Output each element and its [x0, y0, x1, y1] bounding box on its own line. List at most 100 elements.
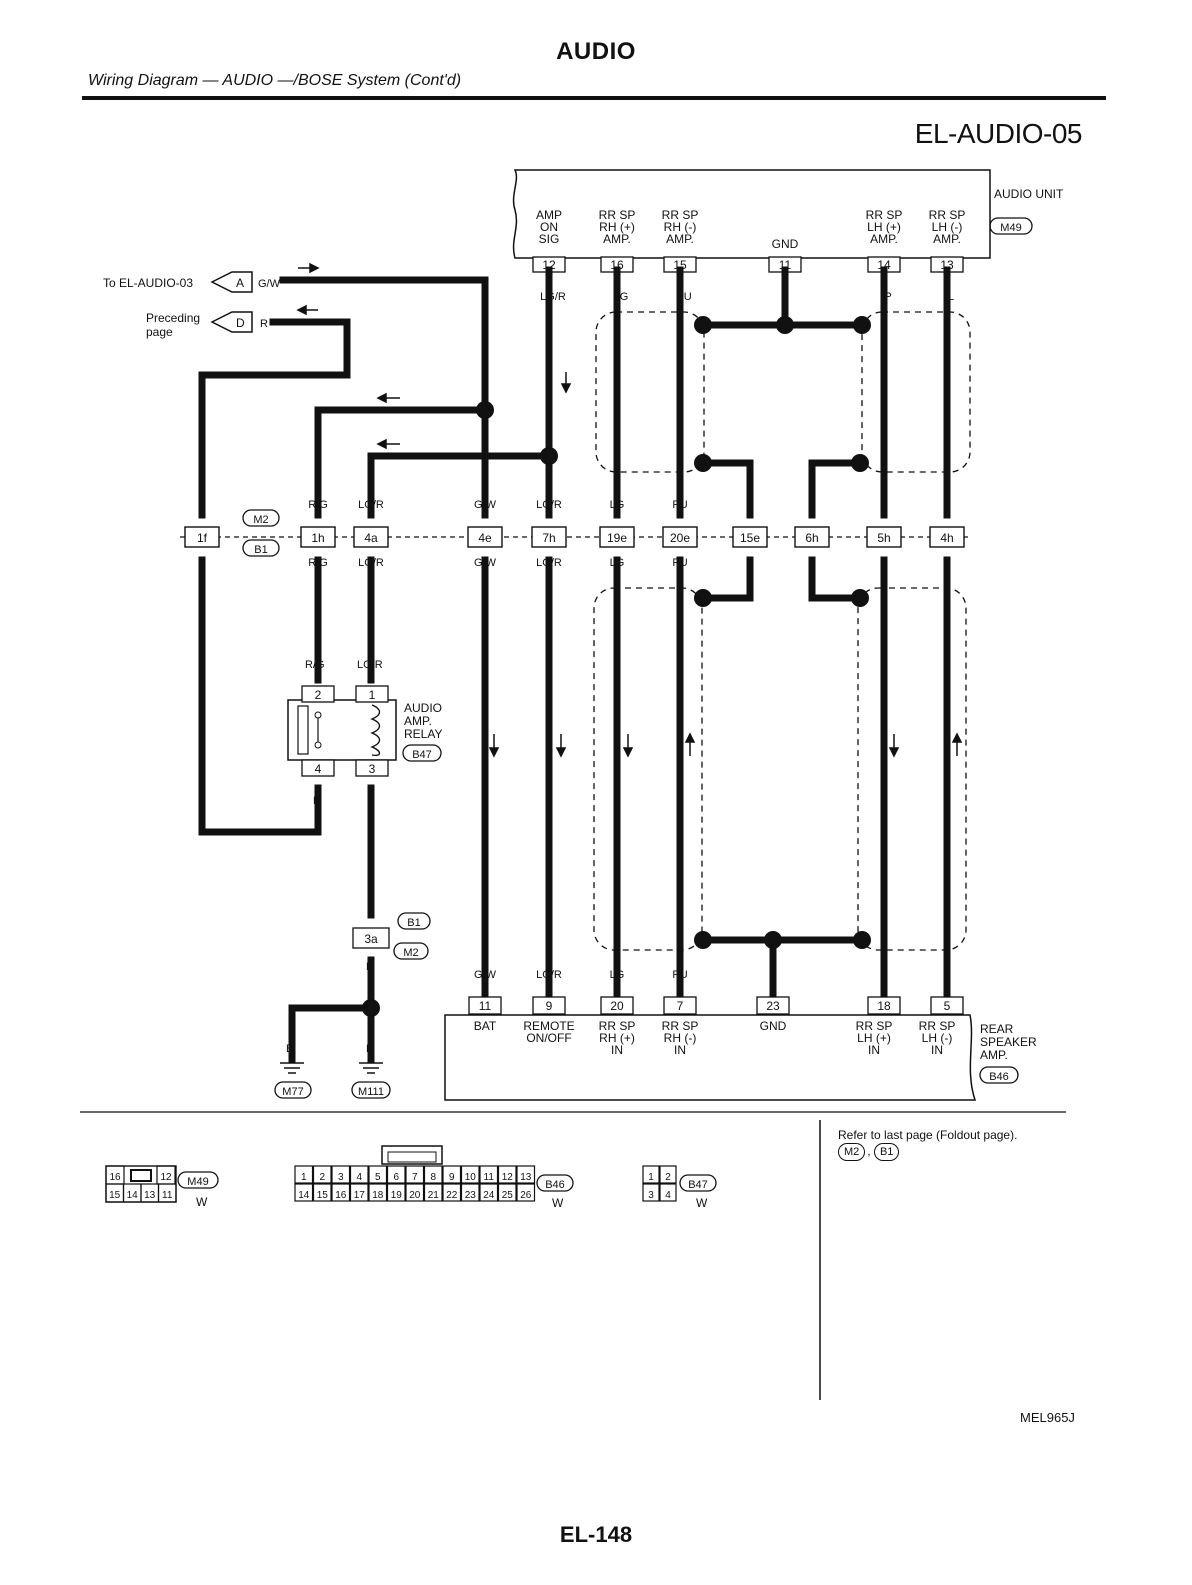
rear-amp-pin-5-box [930, 996, 964, 1015]
joint-terminal-5h-wire-bottom: P [880, 557, 887, 569]
joint-terminal-19e-wire-top: LG [610, 499, 625, 511]
ground-code-m77: M77 [274, 1081, 312, 1099]
connector-cell-B46-10 [460, 1165, 480, 1184]
joint-terminal-1h-wire-bottom: R/G [308, 557, 328, 569]
rear-amp-pin-5-function: RR SP [919, 1019, 956, 1033]
connector-cell-B46-15-label: 15 [317, 1190, 329, 1201]
connector-cell-M49-14-label: 14 [127, 1190, 139, 1201]
audio-unit-pin-13-function: LH (-) [932, 220, 963, 234]
connector-cell-B47-4-label: 4 [665, 1190, 671, 1201]
arrow-p-down [888, 734, 900, 758]
flow-arrows [296, 262, 963, 758]
splice-gnd-bot [764, 931, 782, 949]
rear-amp-pin-20-function: IN [611, 1043, 623, 1057]
svg-text:D: D [236, 316, 245, 330]
joint-terminal-1h [300, 526, 336, 548]
joint-terminal-19e-wire-bottom: LG [610, 557, 625, 569]
rear-amp-pin-9-wire: LG/R [536, 969, 562, 981]
joint-terminal-15e [732, 526, 768, 548]
connector-cell-B46-12 [497, 1165, 517, 1184]
splice-shield-rh-low [694, 589, 712, 607]
rear-amp-pin-5-wire: L [944, 969, 950, 981]
joint-terminal-1f [184, 526, 220, 548]
arrow-gw-down [488, 734, 500, 758]
connector-cell-B46-21 [423, 1183, 443, 1202]
rear-amp-pin-20-wire: LG [610, 969, 625, 981]
splice-shield-rh-bot [694, 931, 712, 949]
relay-wire-lgr: LG/R [357, 659, 383, 671]
arrow-lgr-left [376, 438, 400, 450]
rear-amp-pin-5-function: LH (-) [922, 1031, 953, 1045]
svg-text:B1: B1 [254, 544, 267, 556]
connector-cell-B46-17-label: 17 [354, 1190, 366, 1201]
rear-amp-pin-9-number: 9 [546, 999, 553, 1013]
joint-terminal-1f-label: 1f [197, 531, 208, 545]
audio-unit-pin-13-function: RR SP [929, 208, 966, 222]
to-ref-label: To EL-AUDIO-03 [103, 276, 193, 290]
audio-unit-label: AUDIO UNIT [994, 187, 1064, 201]
connector-cell-B46-13-label: 13 [520, 1172, 532, 1183]
rear-amp-pin-7-box [663, 996, 697, 1015]
rear-amp-pin-18-box [867, 996, 901, 1015]
arrow-pu-up [684, 732, 696, 756]
connector-cell-B46-25-label: 25 [502, 1190, 514, 1201]
joint-terminal-4a-wire-top: LG/R [358, 499, 384, 511]
connector-cell-B47-3 [642, 1183, 660, 1202]
wire-gw-upper [279, 276, 489, 519]
connector-cell-B46-2-label: 2 [319, 1172, 325, 1183]
audio-unit-pin-11-function: GND [772, 237, 799, 251]
joint-terminal-4a-wire-bottom: LG/R [358, 557, 384, 569]
connector-cell-B46-20 [405, 1183, 425, 1202]
connector-cell-B46-10-label: 10 [465, 1172, 477, 1183]
joint-terminal-1f-wire-bottom: R [198, 557, 206, 569]
rear-amp-pin-20-function: RH (+) [599, 1031, 635, 1045]
audio-unit-pin-15-function: RR SP [662, 208, 699, 222]
joint-terminal-20e-wire-top: PU [672, 499, 687, 511]
connector-cell-B46-14-label: 14 [298, 1190, 310, 1201]
relay-pin-4: 4 [301, 759, 335, 777]
svg-text:W: W [552, 1196, 564, 1210]
wire-r-lower [198, 556, 322, 836]
shield-outlines [593, 311, 971, 951]
rear-amp-pin-23-box [756, 996, 790, 1015]
connector-cell-M49-11-label: 11 [162, 1190, 173, 1201]
audio-unit-box [512, 169, 991, 259]
audio-unit-pin-14-function: LH (+) [867, 220, 901, 234]
ground-code-m111: M111 [351, 1081, 391, 1099]
svg-text:3: 3 [369, 762, 376, 776]
connector-cell-B46-6-label: 6 [393, 1172, 399, 1183]
audio-unit-pin-14-function: AMP. [870, 232, 898, 246]
connector-cell-B46-18 [368, 1183, 388, 1202]
splice-lgr [540, 447, 558, 465]
svg-text:M111: M111 [358, 1086, 384, 1098]
connector-cell-B46-19-label: 19 [391, 1190, 403, 1201]
relay-pin-2: 2 [301, 685, 335, 703]
rear-amp-label-2: SPEAKER [980, 1035, 1037, 1049]
arrow-gw [298, 262, 320, 274]
arrow-lgr2-down [555, 734, 567, 758]
joint-terminal-5h-label: 5h [877, 531, 890, 545]
connector-cell-B46-15 [312, 1183, 332, 1202]
rear-amp-pin-18-number: 18 [877, 999, 891, 1013]
connector-cell-B46-6 [386, 1165, 406, 1184]
svg-text:B47: B47 [412, 749, 432, 761]
connector-cell-B46-23 [460, 1183, 480, 1202]
audio-unit-connector-code: M49 [989, 217, 1033, 235]
rear-amp-pin-23-number: 23 [766, 999, 780, 1013]
rear-amp-pin-11-box [468, 996, 502, 1015]
audio-unit-pin-15-function: AMP. [666, 232, 694, 246]
connector-cell-B46-3-label: 3 [338, 1172, 344, 1183]
rear-amp-pin-9-function: REMOTE [523, 1019, 574, 1033]
connector-cell-B46-26 [516, 1183, 536, 1202]
joint-terminal-4e [467, 526, 503, 548]
audio-amp-relay [287, 699, 397, 761]
audio-unit-pin-16-function: AMP. [603, 232, 631, 246]
junction-3a: 3a [352, 927, 390, 949]
rear-amp-label-1: REAR [980, 1022, 1014, 1036]
relay-label-1: AUDIO [404, 701, 442, 715]
connector-cell-B46-23-label: 23 [465, 1190, 477, 1201]
note-code-b1: B1 [873, 1143, 900, 1161]
ground-m111-wire: B [366, 1043, 373, 1055]
joint-terminal-6h-label: 6h [805, 531, 818, 545]
